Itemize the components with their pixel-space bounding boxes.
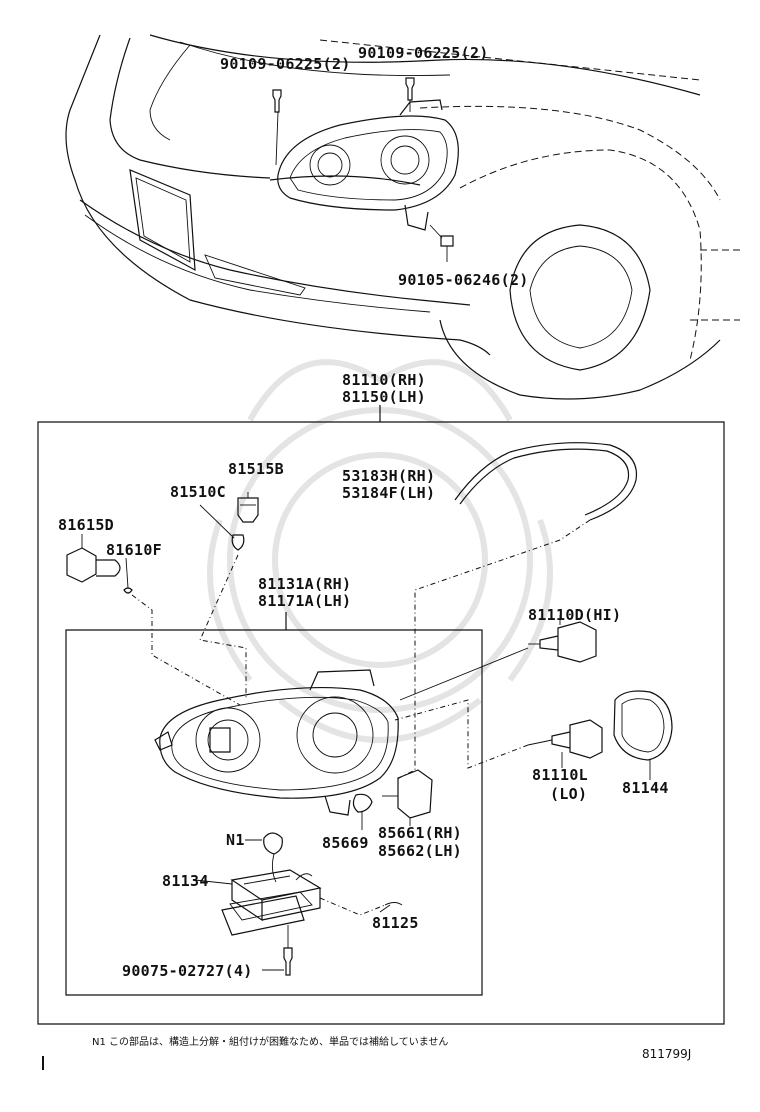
label-oring: 85669	[322, 834, 369, 852]
label-bulb-small: 81510C	[170, 483, 226, 501]
label-seal-lh: 53184F(LH)	[342, 484, 435, 502]
assembly-frame	[37, 421, 725, 1025]
label-unit-lh: 81171A(LH)	[258, 592, 351, 610]
ballast-assembly	[221, 832, 322, 936]
igniter	[352, 769, 433, 819]
label-socket: 81515B	[228, 460, 284, 478]
label-hi-bulb: 81110D(HI)	[528, 606, 621, 624]
hi-beam-bulb	[528, 621, 597, 663]
label-seal-rh: 53183H(RH)	[342, 467, 435, 485]
label-bolt-right: 90109-06225(2)	[358, 44, 489, 62]
label-lo-bulb-suffix: (LO)	[550, 785, 587, 803]
label-bolt-bottom: 90105-06246(2)	[398, 271, 529, 289]
headlamp-unit	[154, 669, 399, 816]
seal-strip	[454, 442, 638, 521]
label-igniter-lh: 85662(LH)	[378, 842, 462, 860]
label-n1: N1	[226, 831, 245, 849]
label-assy-rh: 81110(RH)	[342, 371, 426, 389]
label-unit-rh: 81131A(RH)	[258, 575, 351, 593]
label-ballast: 81134	[162, 872, 209, 890]
label-clearance-bulb: 81610F	[106, 541, 162, 559]
label-clearance-socket: 81615D	[58, 516, 114, 534]
label-cord: 81125	[372, 914, 419, 932]
label-screw: 90075-02727(4)	[122, 962, 253, 980]
diagram-code: 811799J	[642, 1047, 691, 1061]
headlamp-on-car	[277, 99, 459, 231]
part-labels: 90109-06225(2) 90109-06225(2) 90105-0624…	[58, 44, 669, 980]
label-cover: 81144	[622, 779, 669, 797]
lo-beam-bulb	[527, 719, 603, 759]
small-bulb-socket	[231, 497, 259, 551]
label-assy-lh: 81150(LH)	[342, 388, 426, 406]
bolt-icons	[272, 77, 454, 262]
footer-note: N1 この部品は、構造上分解・組付けが困難なため、単品では補給していません	[92, 1035, 448, 1048]
label-bolt-left: 90109-06225(2)	[220, 55, 351, 73]
label-lo-bulb: 81110L	[532, 766, 588, 784]
unit-frame	[65, 629, 483, 996]
bulb-cover	[613, 690, 673, 761]
label-igniter-rh: 85661(RH)	[378, 824, 462, 842]
car-front-illustration	[65, 34, 740, 400]
